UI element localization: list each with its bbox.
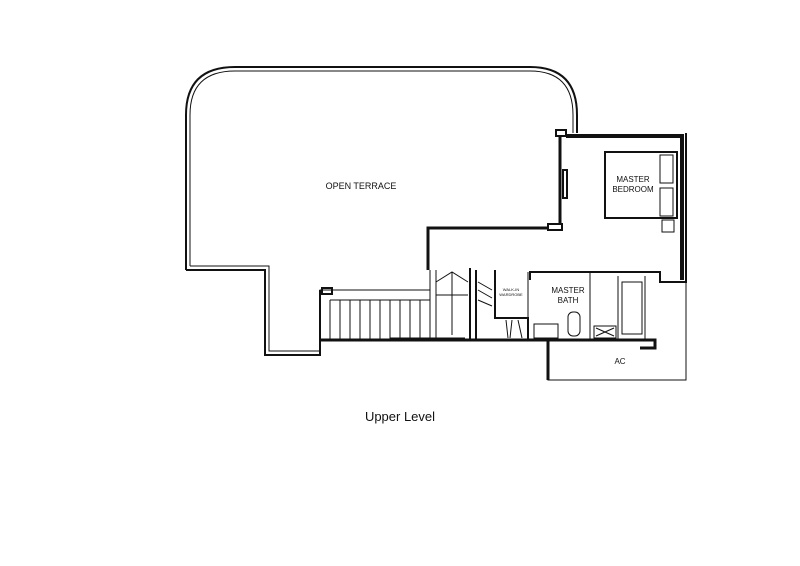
master-bath-label-2: BATH <box>558 296 579 305</box>
bed <box>604 151 678 219</box>
wardrobe-label: WALK-IN <box>503 287 520 292</box>
open-terrace-label: OPEN TERRACE <box>326 181 397 191</box>
master-bedroom-label: MASTER <box>616 175 650 184</box>
master-bath-wall <box>527 272 646 340</box>
staircase <box>319 270 469 341</box>
wardrobe-wall <box>469 268 529 341</box>
ac-label: AC <box>614 357 625 366</box>
terrace-inner-wall <box>426 133 562 270</box>
master-bedroom-label-2: BEDROOM <box>612 185 654 194</box>
terrace-wall <box>185 66 578 270</box>
plan-caption: Upper Level <box>364 409 436 424</box>
master-bath-label: MASTER <box>551 286 585 295</box>
master-bedroom-wall <box>566 134 684 280</box>
wardrobe-label-2: WARDROBE <box>499 292 523 297</box>
